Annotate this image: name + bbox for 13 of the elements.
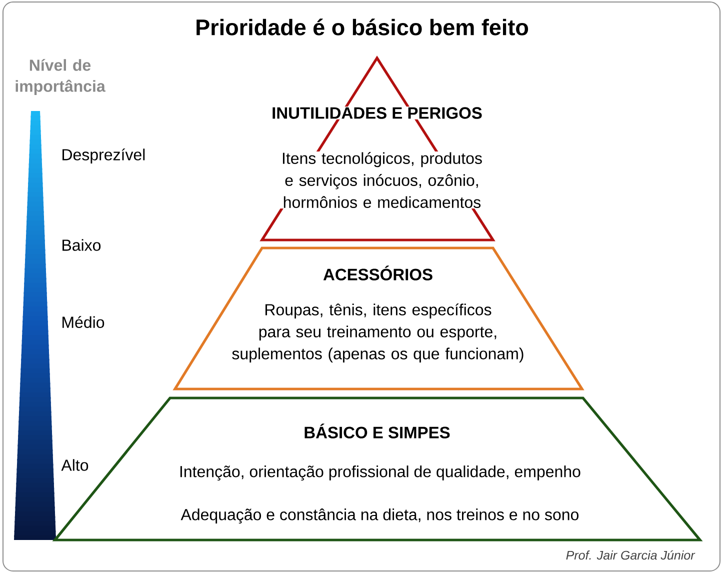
level-description: Intenção, orientação profissional de qualidade, empenho	[180, 466, 580, 480]
level-description: Roupas, tênis, itens específicos para seu treinamento ou esporte, suplementos (apenas os que funcionam)	[232, 303, 524, 363]
level-label: Baixo	[62, 239, 101, 251]
level-label: Desprezível	[62, 148, 145, 164]
level-description: Adequação e constância na dieta, nos treinos e no sono	[180, 508, 578, 524]
level-heading: BÁSICO E SIMPES	[304, 424, 450, 438]
level-heading: INUTILIDADES E PERIGOS	[271, 106, 483, 120]
level-label: Médio	[62, 316, 104, 328]
level-description: Itens tecnológicos, produtos e serviços inócuos, ozônio, hormônios e medicamentos	[278, 152, 486, 208]
level-heading: ACESSÓRIOS	[323, 266, 432, 280]
level-label: Alto	[61, 459, 88, 471]
scale-title: Nível de importância	[16, 58, 106, 96]
title: Prioridade é o básico bem feito	[196, 18, 528, 36]
